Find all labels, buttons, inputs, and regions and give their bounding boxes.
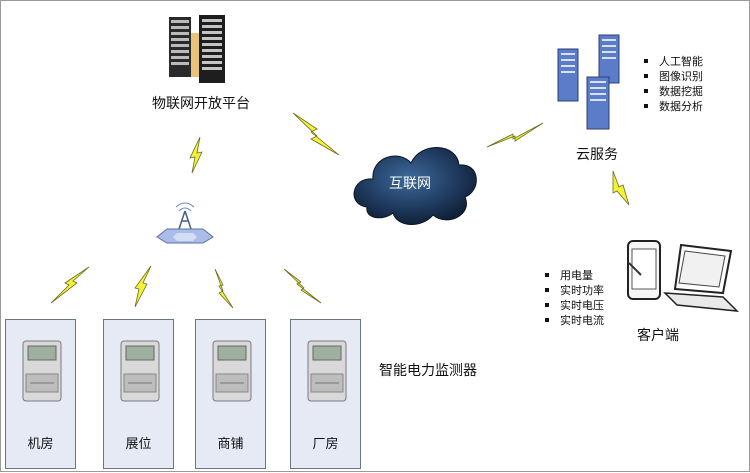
client-feature-item: 实时电流 xyxy=(542,313,604,328)
lightning-bolt-icon xyxy=(283,268,322,304)
cloud-feature-item: 数据分析 xyxy=(641,99,703,114)
cloud-feature-list: 人工智能 图像识别 数据挖掘 数据分析 xyxy=(641,54,703,114)
lightning-bolt-icon xyxy=(134,265,152,308)
cloud-feature-item: 数据挖掘 xyxy=(641,84,703,99)
client-feature-list: 用电量 实时功率 实时电压 实时电流 xyxy=(542,268,604,328)
device-box-3: 厂房 xyxy=(290,319,361,469)
power-meter-icon xyxy=(212,340,252,402)
cloud-feature-item: 人工智能 xyxy=(641,54,703,69)
power-meter-icon xyxy=(307,340,347,402)
device-label: 展位 xyxy=(125,437,152,452)
cloud-service-label: 云服务 xyxy=(576,147,618,163)
lightning-bolt-icon xyxy=(612,170,630,206)
internet-label: 互联网 xyxy=(389,176,431,192)
lightning-bolt-icon xyxy=(189,136,203,174)
device-label: 机房 xyxy=(27,437,54,452)
lightning-bolt-icon xyxy=(486,122,544,148)
device-box-1: 展位 xyxy=(103,319,174,469)
device-label: 厂房 xyxy=(312,437,339,452)
platform-label: 物联网开放平台 xyxy=(152,96,250,112)
device-label: 商铺 xyxy=(217,437,244,452)
power-meter-icon xyxy=(120,340,160,402)
lightning-bolt-icon xyxy=(50,266,90,304)
lightning-bolt-icon xyxy=(214,268,234,309)
cloud-feature-item: 图像识别 xyxy=(641,69,703,84)
lightning-bolt-icon xyxy=(292,112,340,156)
client-label: 客户端 xyxy=(637,328,679,344)
client-feature-item: 实时功率 xyxy=(542,283,604,298)
power-meter-icon xyxy=(22,340,62,402)
monitor-label: 智能电力监测器 xyxy=(379,363,477,379)
device-box-2: 商铺 xyxy=(195,319,266,469)
client-feature-item: 用电量 xyxy=(542,268,604,283)
device-box-0: 机房 xyxy=(5,319,76,469)
client-feature-item: 实时电压 xyxy=(542,298,604,313)
